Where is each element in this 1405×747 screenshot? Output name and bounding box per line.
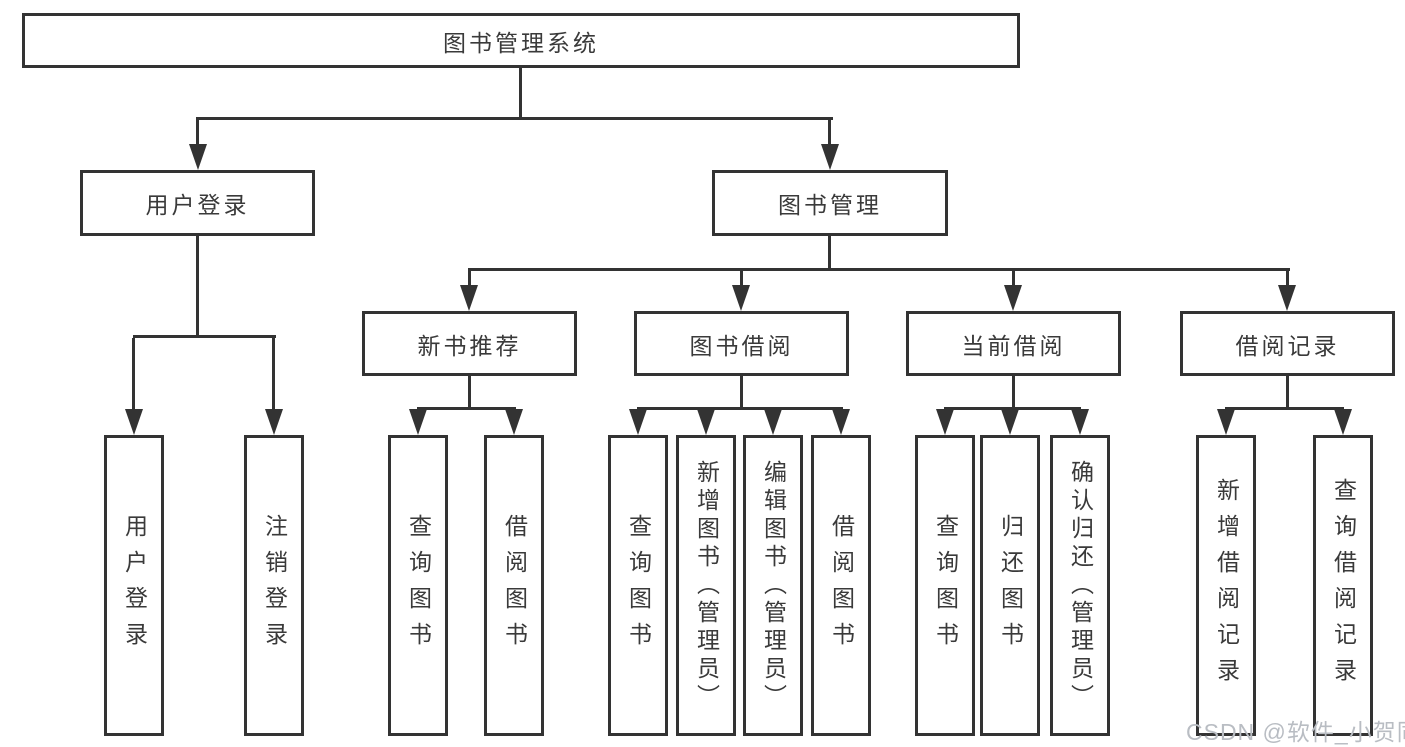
leaf-query-books-borrowing: 查询图书 xyxy=(608,435,668,736)
connector-segment xyxy=(1012,271,1015,287)
leaf-edit-books-admin: 编辑图书（管理员） xyxy=(743,435,803,736)
node-book-borrowing: 图书借阅 xyxy=(634,311,849,376)
connector-segment xyxy=(944,407,1081,410)
leaf-borrow-books-recommend: 借阅图书 xyxy=(484,435,544,736)
leaf-query-books-current: 查询图书 xyxy=(915,435,975,736)
arrow-down-icon xyxy=(125,409,143,435)
connector-segment xyxy=(468,268,1290,271)
node-library-management-system: 图书管理系统 xyxy=(22,13,1020,68)
node-book-management: 图书管理 xyxy=(712,170,948,236)
arrow-down-icon xyxy=(1334,409,1352,435)
node-user-login: 用户登录 xyxy=(80,170,315,236)
node-current-borrowing: 当前借阅 xyxy=(906,311,1121,376)
arrow-down-icon xyxy=(1217,409,1235,435)
connector-segment xyxy=(132,338,135,412)
leaf-logout: 注销登录 xyxy=(244,435,304,736)
arrow-down-icon xyxy=(629,409,647,435)
connector-segment xyxy=(740,271,743,287)
node-borrowing-records: 借阅记录 xyxy=(1180,311,1395,376)
arrow-down-icon xyxy=(409,409,427,435)
connector-segment xyxy=(1225,407,1344,410)
arrow-down-icon xyxy=(265,409,283,435)
arrow-down-icon xyxy=(732,285,750,311)
connector-segment xyxy=(519,68,522,120)
leaf-query-books-recommend: 查询图书 xyxy=(388,435,448,736)
arrow-down-icon xyxy=(1004,285,1022,311)
connector-segment xyxy=(1286,271,1289,287)
arrow-down-icon xyxy=(189,144,207,170)
arrow-down-icon xyxy=(1278,285,1296,311)
connector-segment xyxy=(468,271,471,287)
connector-segment xyxy=(740,376,743,407)
connector-segment xyxy=(272,338,275,412)
arrow-down-icon xyxy=(821,144,839,170)
connector-segment xyxy=(417,407,516,410)
connector-segment xyxy=(637,407,843,410)
node-new-book-recommendation: 新书推荐 xyxy=(362,311,577,376)
arrow-down-icon xyxy=(764,409,782,435)
connector-segment xyxy=(468,376,471,407)
leaf-query-borrow-record: 查询借阅记录 xyxy=(1313,435,1373,736)
leaf-return-books: 归还图书 xyxy=(980,435,1040,736)
leaf-add-books-admin: 新增图书（管理员） xyxy=(676,435,736,736)
arrow-down-icon xyxy=(1071,409,1089,435)
arrow-down-icon xyxy=(460,285,478,311)
connector-segment xyxy=(828,236,831,268)
leaf-add-borrow-record: 新增借阅记录 xyxy=(1196,435,1256,736)
connector-segment xyxy=(1286,376,1289,407)
leaf-confirm-return-admin: 确认归还（管理员） xyxy=(1050,435,1110,736)
leaf-user-login: 用户登录 xyxy=(104,435,164,736)
connector-segment xyxy=(196,117,833,120)
connector-segment xyxy=(133,335,276,338)
connector-segment xyxy=(828,120,831,148)
connector-segment xyxy=(196,120,199,148)
arrow-down-icon xyxy=(832,409,850,435)
arrow-down-icon xyxy=(697,409,715,435)
arrow-down-icon xyxy=(1001,409,1019,435)
connector-segment xyxy=(196,236,199,335)
connector-segment xyxy=(1012,376,1015,407)
arrow-down-icon xyxy=(505,409,523,435)
arrow-down-icon xyxy=(936,409,954,435)
leaf-borrow-books-borrowing: 借阅图书 xyxy=(811,435,871,736)
csdn-watermark: CSDN @软件_小贺同学 xyxy=(1186,719,1405,745)
